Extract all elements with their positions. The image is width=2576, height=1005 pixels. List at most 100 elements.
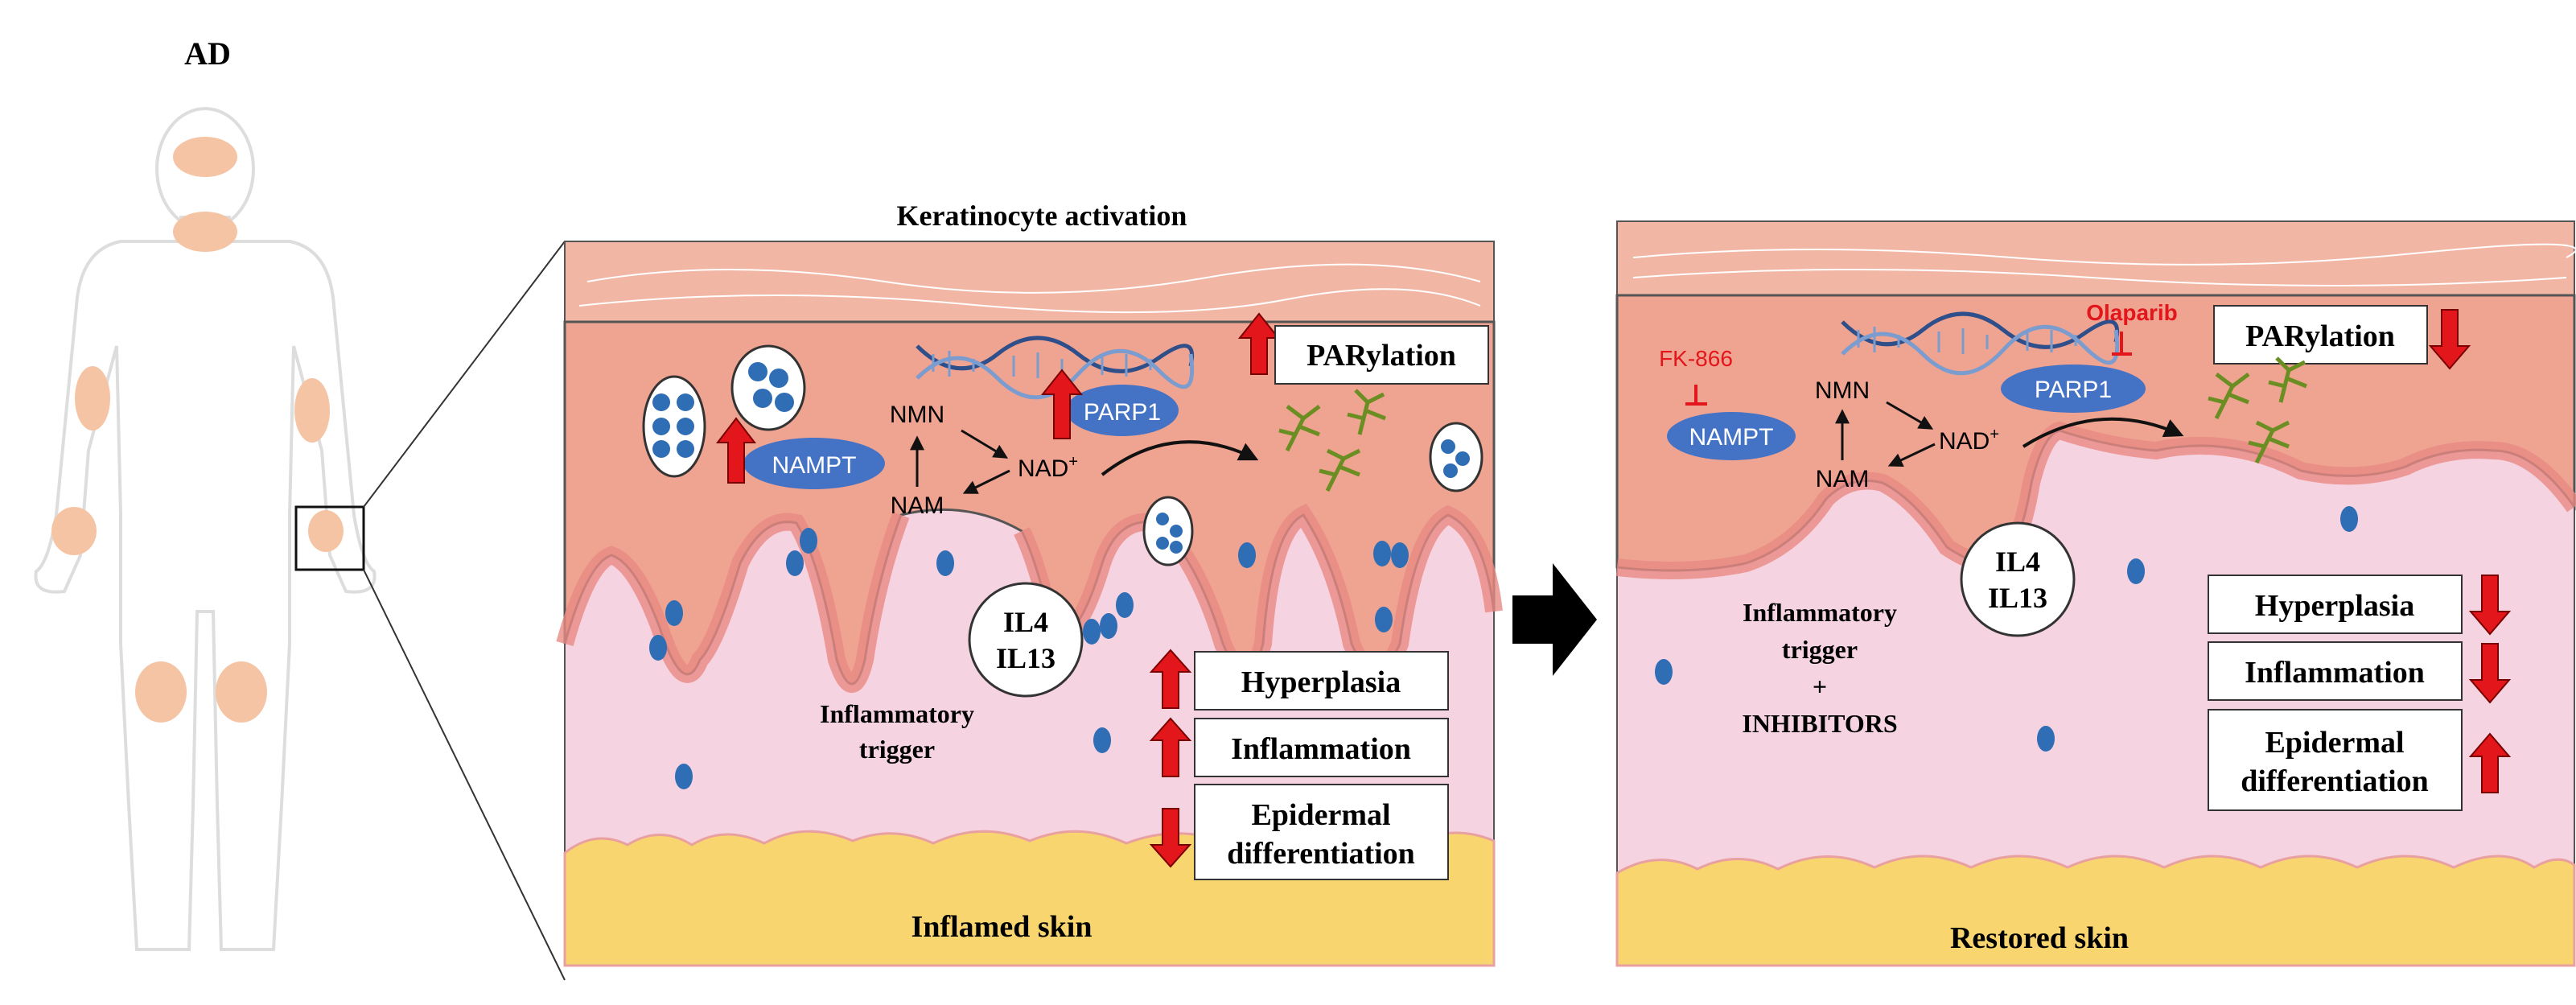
nampt-enzyme-restored xyxy=(1667,412,1796,460)
parp1-enzyme-restored xyxy=(2001,365,2146,413)
nmn-label-restored: NMN xyxy=(1815,377,1870,404)
dna-helix-inflamed xyxy=(916,336,1195,400)
il13-label-inflamed: IL13 xyxy=(996,642,1056,674)
dna-strand-1 xyxy=(916,336,1195,373)
parylation-up-arrow xyxy=(1237,312,1281,375)
stratum-line-r1 xyxy=(1632,243,2576,266)
inflammation-box-restored xyxy=(2208,641,2463,701)
parylation-label-inflamed: PARylation xyxy=(1307,339,1456,373)
nmn-to-nad-arrow xyxy=(961,429,1009,459)
nad-to-par-arrow-r xyxy=(2022,417,2184,448)
dna-strand-r2 xyxy=(1841,324,2120,376)
epidermal-box-restored xyxy=(2208,709,2463,811)
inflamed-panel: Keratinocyte activation Inflamed skin xyxy=(556,200,1503,967)
immune-cells-inflamed xyxy=(649,528,1409,789)
nad-label-restored: NAD+ xyxy=(1939,426,1999,455)
epidermal-line1-restored: Epidermal xyxy=(2265,726,2404,760)
fk866-inhibit-symbol xyxy=(1685,385,1707,406)
inflammation-down-arrow xyxy=(2468,643,2512,704)
immune-cells-restored xyxy=(1655,506,2358,752)
ad-label: AD xyxy=(184,35,231,72)
dna-strand-2 xyxy=(916,348,1195,400)
par-chains-restored xyxy=(2208,356,2307,464)
trigger-line2-restored: trigger xyxy=(1782,635,1858,664)
cytokine-circle-inflamed xyxy=(968,582,1084,698)
inflamed-bottom-label: Inflamed skin xyxy=(911,910,1093,944)
ad-patch-right-arm xyxy=(294,378,330,443)
parylation-label-restored: PARylation xyxy=(2245,319,2395,353)
ad-patch-left-wrist xyxy=(51,507,97,555)
stratum-corneum xyxy=(564,241,1495,323)
parp1-enzyme-inflamed xyxy=(1066,385,1179,436)
dna-rungs xyxy=(932,351,1152,378)
trigger-line2-inflamed: trigger xyxy=(859,735,935,764)
ad-patch-left-arm xyxy=(75,366,110,430)
dna-rungs-restored xyxy=(1857,327,2077,354)
human-figure: AD xyxy=(34,35,566,981)
il13-label-restored: IL13 xyxy=(1988,582,2047,614)
epidermal-box-inflamed xyxy=(1194,784,1449,880)
par-chains-inflamed xyxy=(1278,389,1386,492)
restored-panel: Restored skin Olaparib PARP1 FK-866 NAMP… xyxy=(1615,220,2576,967)
hyperplasia-down-arrow xyxy=(2468,575,2512,636)
vesicle-cell-3 xyxy=(1142,496,1194,566)
hyperplasia-up-arrow xyxy=(1149,649,1192,709)
basal-layer-right xyxy=(1014,503,1503,681)
olaparib-inhibit-symbol xyxy=(2112,332,2132,356)
restored-bottom-label: Restored skin xyxy=(1950,921,2129,955)
epidermal-line2-restored: differentiation xyxy=(2241,764,2429,798)
ad-patch-face xyxy=(173,137,237,177)
fk866-label: FK-866 xyxy=(1659,346,1733,371)
parylation-box-restored xyxy=(2213,305,2428,365)
zoom-line-bottom xyxy=(363,569,566,981)
nad-to-par-arrow xyxy=(1101,440,1259,476)
inflammation-label-restored: Inflammation xyxy=(2245,656,2425,690)
nad-to-nam-arrow xyxy=(962,469,1010,494)
hyperplasia-box-inflamed xyxy=(1194,651,1449,711)
ad-patch-neck xyxy=(173,212,237,252)
hyperplasia-box-restored xyxy=(2208,575,2463,634)
nad-to-nam-arrow-r xyxy=(1887,443,1936,467)
zoom-line-top xyxy=(363,241,566,508)
ad-patch-right-wrist xyxy=(308,510,344,552)
basal-layer-left xyxy=(556,512,910,693)
epidermal-line1-inflamed: Epidermal xyxy=(1251,798,1390,832)
vesicle-cell-4 xyxy=(1429,422,1483,492)
nampt-label-restored: NAMPT xyxy=(1689,424,1774,451)
body-outline xyxy=(34,240,377,951)
fat-restored xyxy=(1615,855,2576,967)
dna-strand-r1 xyxy=(1841,311,2120,349)
parylation-down-arrow xyxy=(2428,309,2471,370)
trigger-line4-restored: INHIBITORS xyxy=(1742,709,1897,738)
vesicle-cell-1 xyxy=(642,375,706,478)
parylation-box-inflamed xyxy=(1274,325,1489,385)
nmn-label-inflamed: NMN xyxy=(890,402,944,428)
transition-arrow xyxy=(1512,563,1597,676)
il4-label-inflamed: IL4 xyxy=(1003,606,1048,638)
epidermal-down-arrow xyxy=(1149,808,1192,868)
stratum-line-2 xyxy=(578,288,1481,314)
cytokine-circle-restored xyxy=(1960,521,2076,637)
stratum-corneum-restored xyxy=(1616,220,2575,296)
epidermal-line2-inflamed: differentiation xyxy=(1227,837,1415,871)
inflamed-title: Keratinocyte activation xyxy=(897,200,1187,232)
stratum-line-r2 xyxy=(1632,269,2567,286)
inflammation-up-arrow xyxy=(1149,717,1192,777)
dna-helix-restored xyxy=(1841,311,2120,376)
zoom-box xyxy=(294,505,365,571)
olaparib-label: Olaparib xyxy=(2086,300,2178,325)
nampt-up-arrow xyxy=(715,417,757,484)
inflammation-box-inflamed xyxy=(1194,718,1449,777)
trigger-line3-restored: + xyxy=(1813,672,1827,701)
parp1-label-inflamed: PARP1 xyxy=(1084,399,1161,426)
trigger-line1-restored: Inflammatory xyxy=(1743,598,1897,627)
basal-layer-restored xyxy=(1615,421,2576,579)
nam-label-restored: NAM xyxy=(1816,466,1870,492)
nmn-to-nad-arrow-r xyxy=(1886,401,1934,430)
nam-label-inflamed: NAM xyxy=(891,492,944,519)
parp1-up-arrow xyxy=(1040,369,1084,439)
nampt-label-inflamed: NAMPT xyxy=(772,452,857,479)
inflammation-label-inflamed: Inflammation xyxy=(1231,732,1411,766)
